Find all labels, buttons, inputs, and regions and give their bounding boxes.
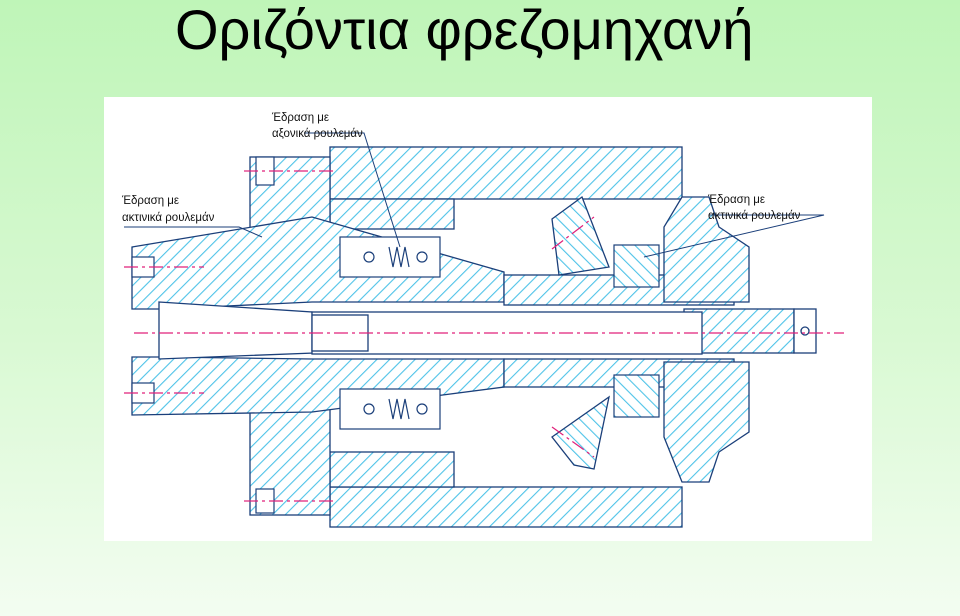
label-radial-left-line2: ακτινικά ρουλεμάν: [122, 212, 215, 224]
housing-bottom: [329, 486, 683, 528]
ball: [416, 403, 428, 415]
slide-title: Οριζόντια φρεζομηχανή: [175, 0, 754, 61]
bore: [158, 301, 315, 360]
leader-axial: [304, 132, 401, 248]
bevel-gear-top: [551, 195, 610, 276]
radial-bearing-right-top: [613, 244, 660, 288]
housing-bottom-inner: [329, 451, 455, 488]
gear-axis: [551, 216, 595, 250]
label-radial-left-line1: Έδραση με: [121, 195, 179, 207]
label-radial-right-line2: ακτινικά ρουλεμάν: [708, 210, 801, 222]
housing-top-inner: [329, 198, 455, 230]
leader-radial-right: [643, 214, 825, 258]
rear-housing-top: [663, 196, 750, 303]
spindle-cross-section: Έδραση με αξονικά ρουλεμάν Έδραση με ακτ…: [121, 112, 844, 528]
spindle-drawing-panel: Έδραση με αξονικά ρουλεμάν Έδραση με ακτ…: [104, 97, 872, 541]
leader-radial-left: [124, 226, 263, 238]
spring-bottom: [388, 398, 410, 420]
gear-axis: [551, 426, 595, 458]
ball: [363, 251, 375, 263]
rear-nut-center: [800, 326, 810, 336]
radial-bearing-right-bottom: [613, 374, 660, 418]
housing-top: [329, 146, 683, 200]
rear-housing-bottom: [663, 361, 750, 483]
ball: [416, 251, 428, 263]
spring-top: [388, 246, 410, 268]
label-radial-right-line1: Έδραση με: [707, 194, 765, 206]
bevel-gear-bottom: [551, 395, 610, 470]
label-axial-line1: Έδραση με: [271, 112, 329, 124]
spindle-nose-bottom: [131, 356, 505, 416]
label-axial-line2: αξονικά ρουλεμάν: [272, 128, 363, 140]
spindle-nose-top: [131, 216, 505, 310]
ball: [363, 403, 375, 415]
